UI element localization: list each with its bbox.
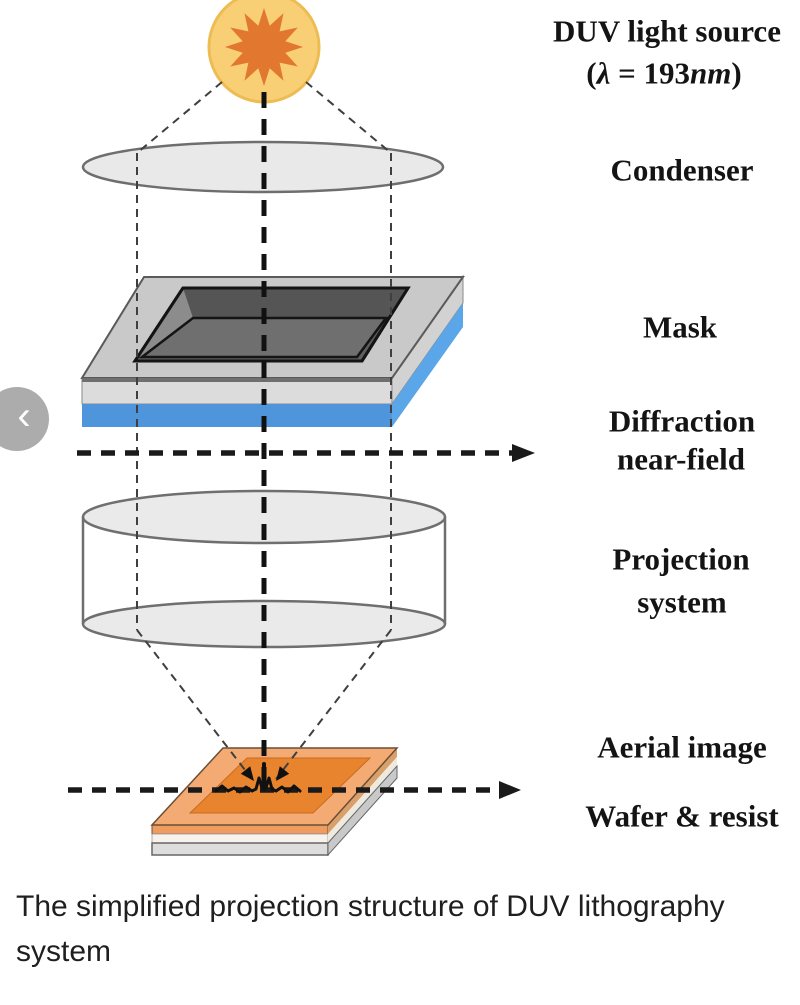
label-mask: Mask [642,309,718,345]
label-projection-line2: system [637,584,727,620]
label-condenser: Condenser [610,152,754,188]
label-projection-line1: Projection [612,541,750,577]
duv-light-source-graphic [207,0,321,104]
starburst-icon [225,8,303,86]
mask-graphic [80,274,465,427]
diffraction-arrow [77,444,535,462]
figure-caption-line1: The simplified projection structure of D… [16,890,725,923]
aerial-image-squiggle [214,762,302,794]
label-duv-light-source: DUV light source [553,13,781,49]
wafer-graphic [150,747,399,857]
ray-arrowhead-right [276,766,290,781]
figure-caption-line2: system [16,935,112,968]
label-wavelength: (λ = 193nm) [586,55,742,91]
figure-caption: The simplified projection structure of D… [16,884,796,974]
label-wafer-resist: Wafer & resist [585,798,779,834]
label-diffraction-line1: Diffraction [608,403,756,439]
label-diffraction-line2: near-field [617,441,745,477]
duv-lithography-diagram [68,0,535,857]
condenser-lens-graphic [81,140,445,194]
label-aerial-image: Aerial image [597,729,767,765]
chevron-left-icon: ‹ [17,394,31,438]
ray-arrowhead-left [240,766,254,781]
light-rays [136,81,392,780]
projection-system-graphic [81,489,447,649]
back-button[interactable]: ‹ [0,387,49,451]
